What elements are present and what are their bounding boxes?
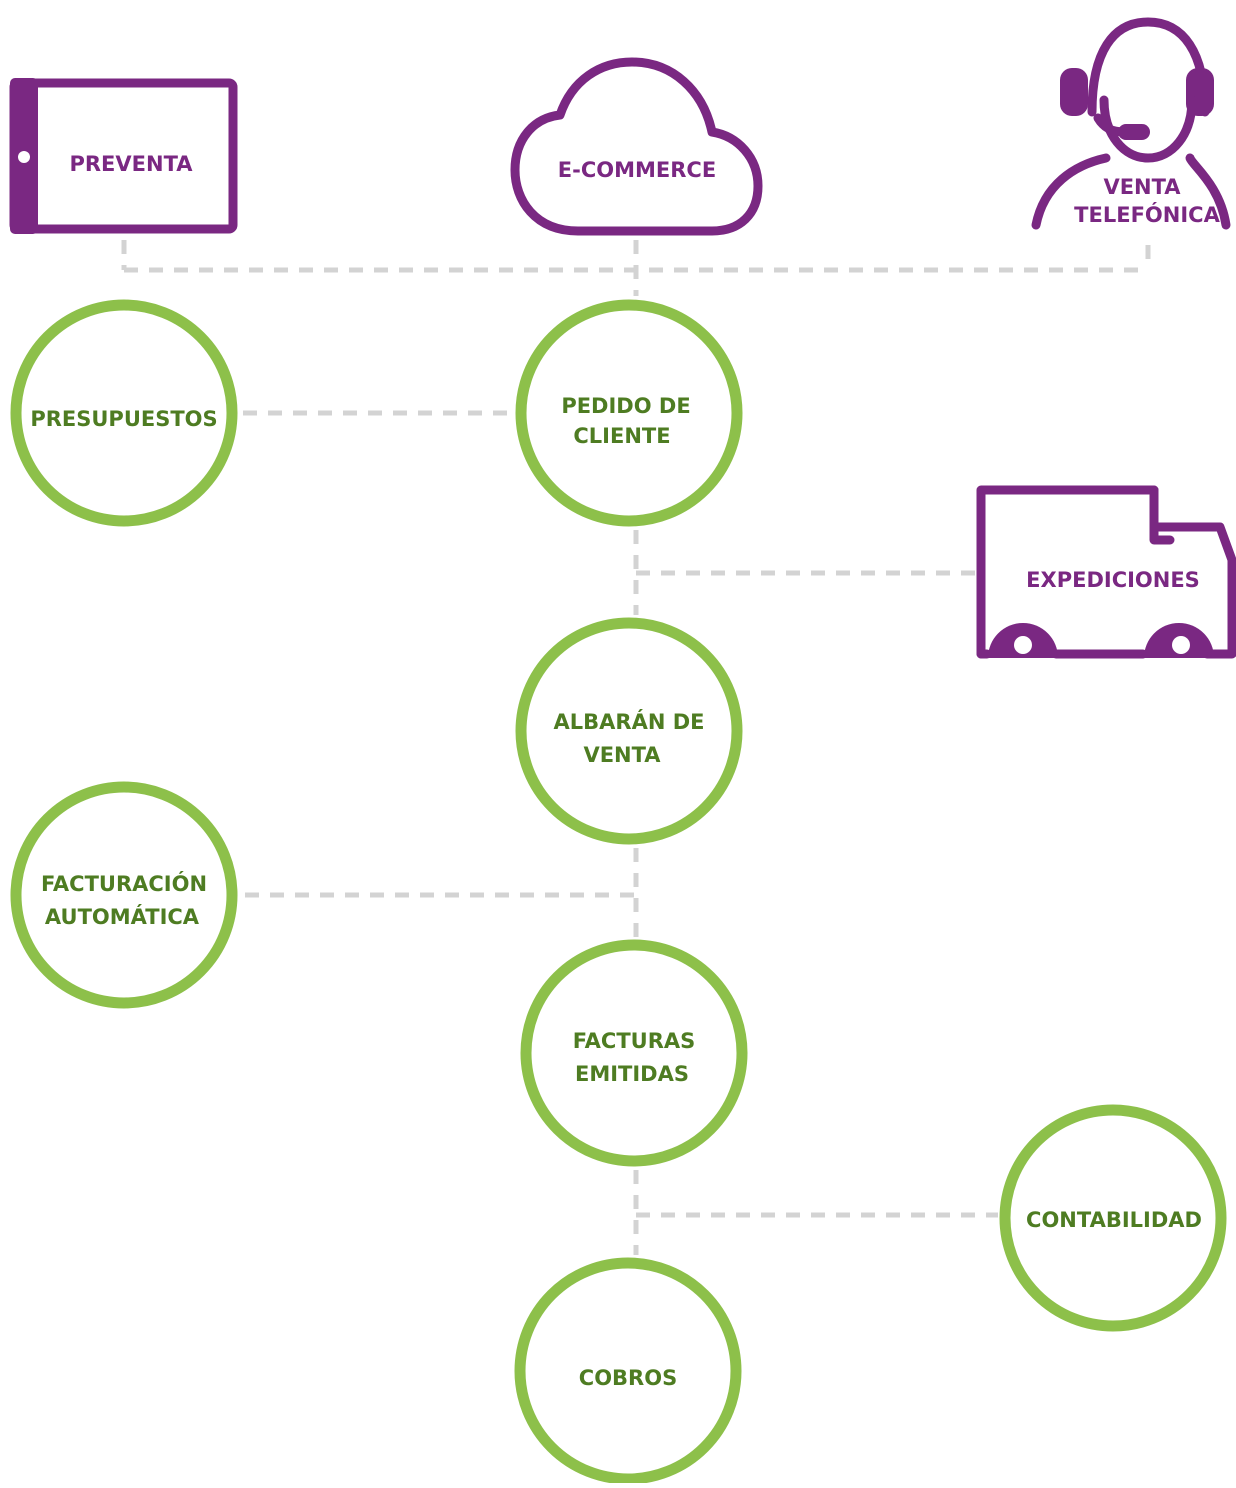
presupuestos-label: PRESUPUESTOS: [30, 407, 217, 431]
contabilidad-label: CONTABILIDAD: [1026, 1208, 1202, 1232]
pedido-cliente-label-line2: CLIENTE: [573, 424, 670, 448]
albaran-venta-label-line2: VENTA: [583, 743, 661, 767]
channel-ecommerce: E-COMMERCE: [510, 57, 763, 236]
albaran-venta-label-line1: ALBARÁN DE: [554, 709, 705, 734]
connectors: [121, 240, 1151, 1255]
node-presupuestos: PRESUPUESTOS: [10, 299, 238, 527]
node-pedido-cliente: PEDIDO DE CLIENTE: [515, 299, 743, 527]
node-facturas-emitidas: FACTURAS EMITIDAS: [520, 939, 748, 1167]
node-contabilidad: CONTABILIDAD: [999, 1104, 1227, 1332]
truck-icon: [976, 485, 1236, 659]
pedido-cliente-label-line1: PEDIDO DE: [561, 394, 690, 418]
channel-venta-telefonica: VENTA TELEFÓNICA: [1031, 17, 1231, 230]
ecommerce-label: E-COMMERCE: [558, 158, 716, 182]
venta-telefonica-label-line2: TELEFÓNICA: [1074, 202, 1220, 227]
facturacion-automatica-label-line1: FACTURACIÓN: [41, 871, 207, 896]
facturas-emitidas-label-line1: FACTURAS: [573, 1029, 696, 1053]
headset-agent-icon: [1031, 17, 1231, 230]
node-expediciones: EXPEDICIONES: [976, 485, 1236, 659]
node-albaran-venta: ALBARÁN DE VENTA: [515, 617, 743, 845]
node-facturacion-automatica: FACTURACIÓN AUTOMÁTICA: [10, 781, 238, 1009]
cloud-icon: [510, 57, 763, 236]
node-cobros: COBROS: [514, 1257, 742, 1485]
channel-preventa: PREVENTA: [9, 78, 238, 234]
tablet-icon: [9, 78, 238, 234]
facturacion-automatica-label-line2: AUTOMÁTICA: [45, 904, 200, 929]
facturas-emitidas-label-line2: EMITIDAS: [575, 1062, 689, 1086]
expediciones-label: EXPEDICIONES: [1026, 568, 1200, 592]
cobros-label: COBROS: [579, 1366, 677, 1390]
venta-telefonica-label-line1: VENTA: [1103, 175, 1181, 199]
preventa-label: PREVENTA: [69, 152, 193, 176]
